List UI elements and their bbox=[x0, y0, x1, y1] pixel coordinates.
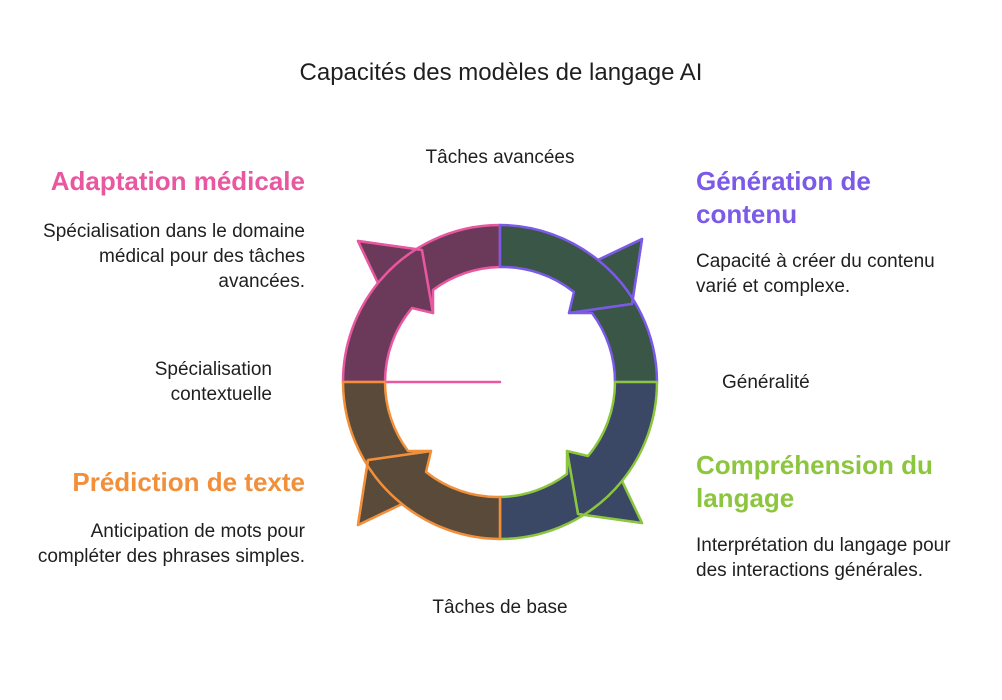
quadrant-top-left: Adaptation médicale Spécialisation dans … bbox=[30, 165, 305, 294]
quadrant-heading: Adaptation médicale bbox=[50, 166, 305, 196]
quadrant-heading: Prédiction de texte bbox=[72, 467, 305, 497]
ring-segment-bottom-left-cap bbox=[341, 380, 433, 527]
quadrant-heading: Compréhension du langage bbox=[696, 450, 933, 513]
quadrant-bottom-left: Prédiction de texte Anticipation de mots… bbox=[30, 466, 305, 569]
diagram-title: Capacités des modèles de langage AI bbox=[299, 59, 703, 86]
quadrant-heading: Génération de contenu bbox=[696, 166, 871, 229]
axis-label-right: Généralité bbox=[722, 372, 810, 393]
quadrant-top-right: Génération de contenu Capacité à créer d… bbox=[696, 165, 976, 299]
axis-label-bottom: Tâches de base bbox=[432, 597, 568, 618]
axis-label-top: Tâches avancées bbox=[425, 147, 575, 168]
quadrant-bottom-right: Compréhension du langage Interprétation … bbox=[696, 449, 976, 583]
quadrant-description: Capacité à créer du contenu varié et com… bbox=[696, 251, 935, 297]
quadrant-description: Interprétation du langage pour des inter… bbox=[696, 535, 951, 581]
quadrant-description: Spécialisation dans le domaine médical p… bbox=[43, 221, 305, 292]
quadrant-description: Anticipation de mots pour compléter des … bbox=[37, 521, 305, 567]
axis-label-left: Spécialisation contextuelle bbox=[154, 359, 272, 405]
